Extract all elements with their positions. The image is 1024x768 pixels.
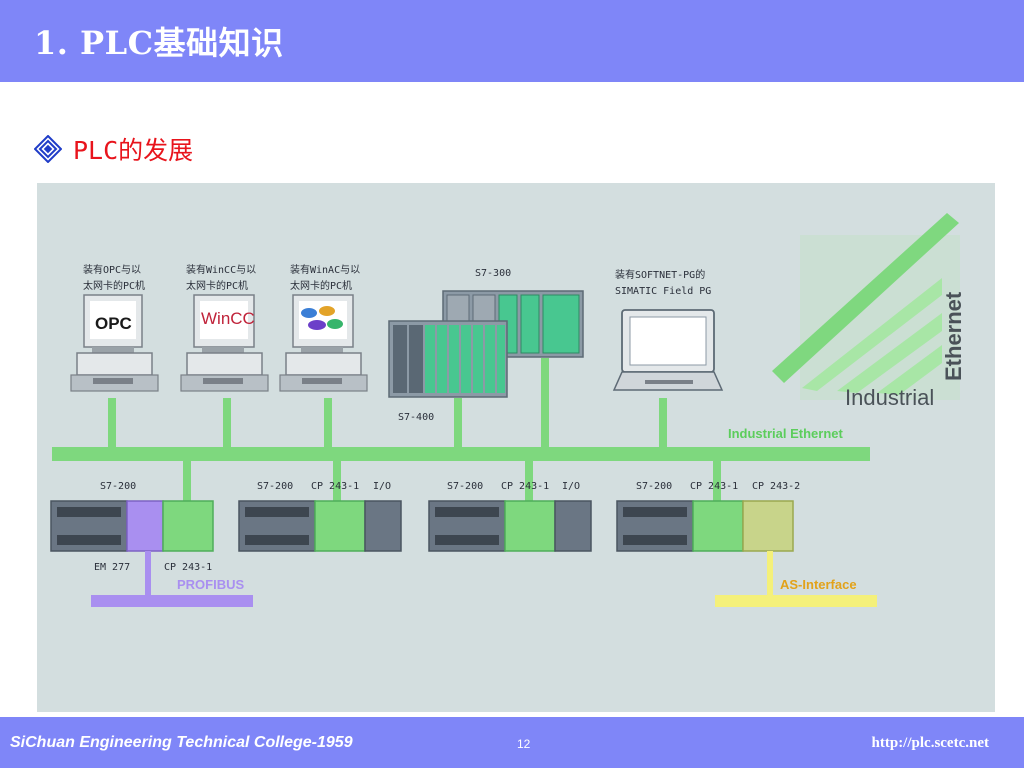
network-diagram-svg: Industrial Ethernet Industrial Ethernet … [50,213,966,607]
footer-college: SiChuan Engineering Technical College-19… [10,734,353,751]
station3-io-label: I/O [562,481,580,492]
profibus-label: PROFIBUS [177,577,245,592]
logo-industrial-text: Industrial [845,385,934,410]
field-pg-laptop: 装有SOFTNET-PG的 SIMATIC Field PG [612,268,724,391]
pc1-label-line1: 装有OPC与以 [83,263,141,276]
footer-bar: SiChuan Engineering Technical College-19… [0,717,1024,768]
logo-ethernet-text: Ethernet [941,291,966,381]
section-heading: PLC的发展 [34,131,193,167]
station4-cp1-label: CP 243-1 [690,481,738,492]
header-bar: 1. PLC基础知识 [0,0,1024,82]
station-4: S7-200 CP 243-1 CP 243-2 AS-Interface [616,481,877,607]
station4-cp2-label: CP 243-2 [752,481,800,492]
winac-logo-icon [301,306,343,330]
pc3-label-line2: 太网卡的PC机 [290,279,352,292]
s7-400-plc: S7-400 [388,320,508,423]
footer-url: http://plc.scetc.net [871,735,989,751]
em277-label: EM 277 [94,562,130,573]
station2-s7-label: S7-200 [257,481,293,492]
as-interface-bus [715,595,877,607]
pc2-label-line2: 太网卡的PC机 [186,279,248,292]
pc1-label-line2: 太网卡的PC机 [83,279,145,292]
pc3-label-line1: 装有WinAC与以 [290,263,360,276]
wincc-logo-icon: WinCC [201,309,255,328]
station1-s7-label: S7-200 [100,481,136,492]
station3-s7-label: S7-200 [447,481,483,492]
profibus-bus [91,595,253,607]
s7-300-label: S7-300 [475,268,511,279]
station-2: S7-200 CP 243-1 I/O [238,481,402,552]
station4-s7-label: S7-200 [636,481,672,492]
pc2-label-line1: 装有WinCC与以 [186,263,256,276]
section-title: PLC的发展 [73,136,194,165]
pg-label-line1: 装有SOFTNET-PG的 [615,268,705,281]
industrial-ethernet-bus [52,447,870,461]
station-3: S7-200 CP 243-1 I/O [428,481,592,552]
station2-io-label: I/O [373,481,391,492]
industrial-ethernet-label: Industrial Ethernet [728,426,844,441]
as-interface-label: AS-Interface [780,577,857,592]
pc-wincc: 装有WinCC与以 太网卡的PC机 WinCC [180,263,269,392]
pc-winac: 装有WinAC与以 太网卡的PC机 [279,263,368,392]
network-diagram: Industrial Ethernet Industrial Ethernet … [37,183,995,712]
diamond-bullet-icon [34,135,62,163]
station1-cp-label: CP 243-1 [164,562,212,573]
s7-400-label: S7-400 [398,412,434,423]
pc-opc: 装有OPC与以 太网卡的PC机 OPC [70,263,159,392]
station2-cp-label: CP 243-1 [311,481,359,492]
station3-cp-label: CP 243-1 [501,481,549,492]
page-title: 1. PLC基础知识 [34,24,284,62]
footer-page-number: 12 [517,737,531,751]
pg-label-line2: SIMATIC Field PG [615,286,711,297]
industrial-ethernet-logo: Industrial Ethernet [772,213,966,410]
opc-logo-icon: OPC [95,314,132,333]
station-1: S7-200 EM 277 CP 243-1 PROFIBUS [50,481,253,607]
